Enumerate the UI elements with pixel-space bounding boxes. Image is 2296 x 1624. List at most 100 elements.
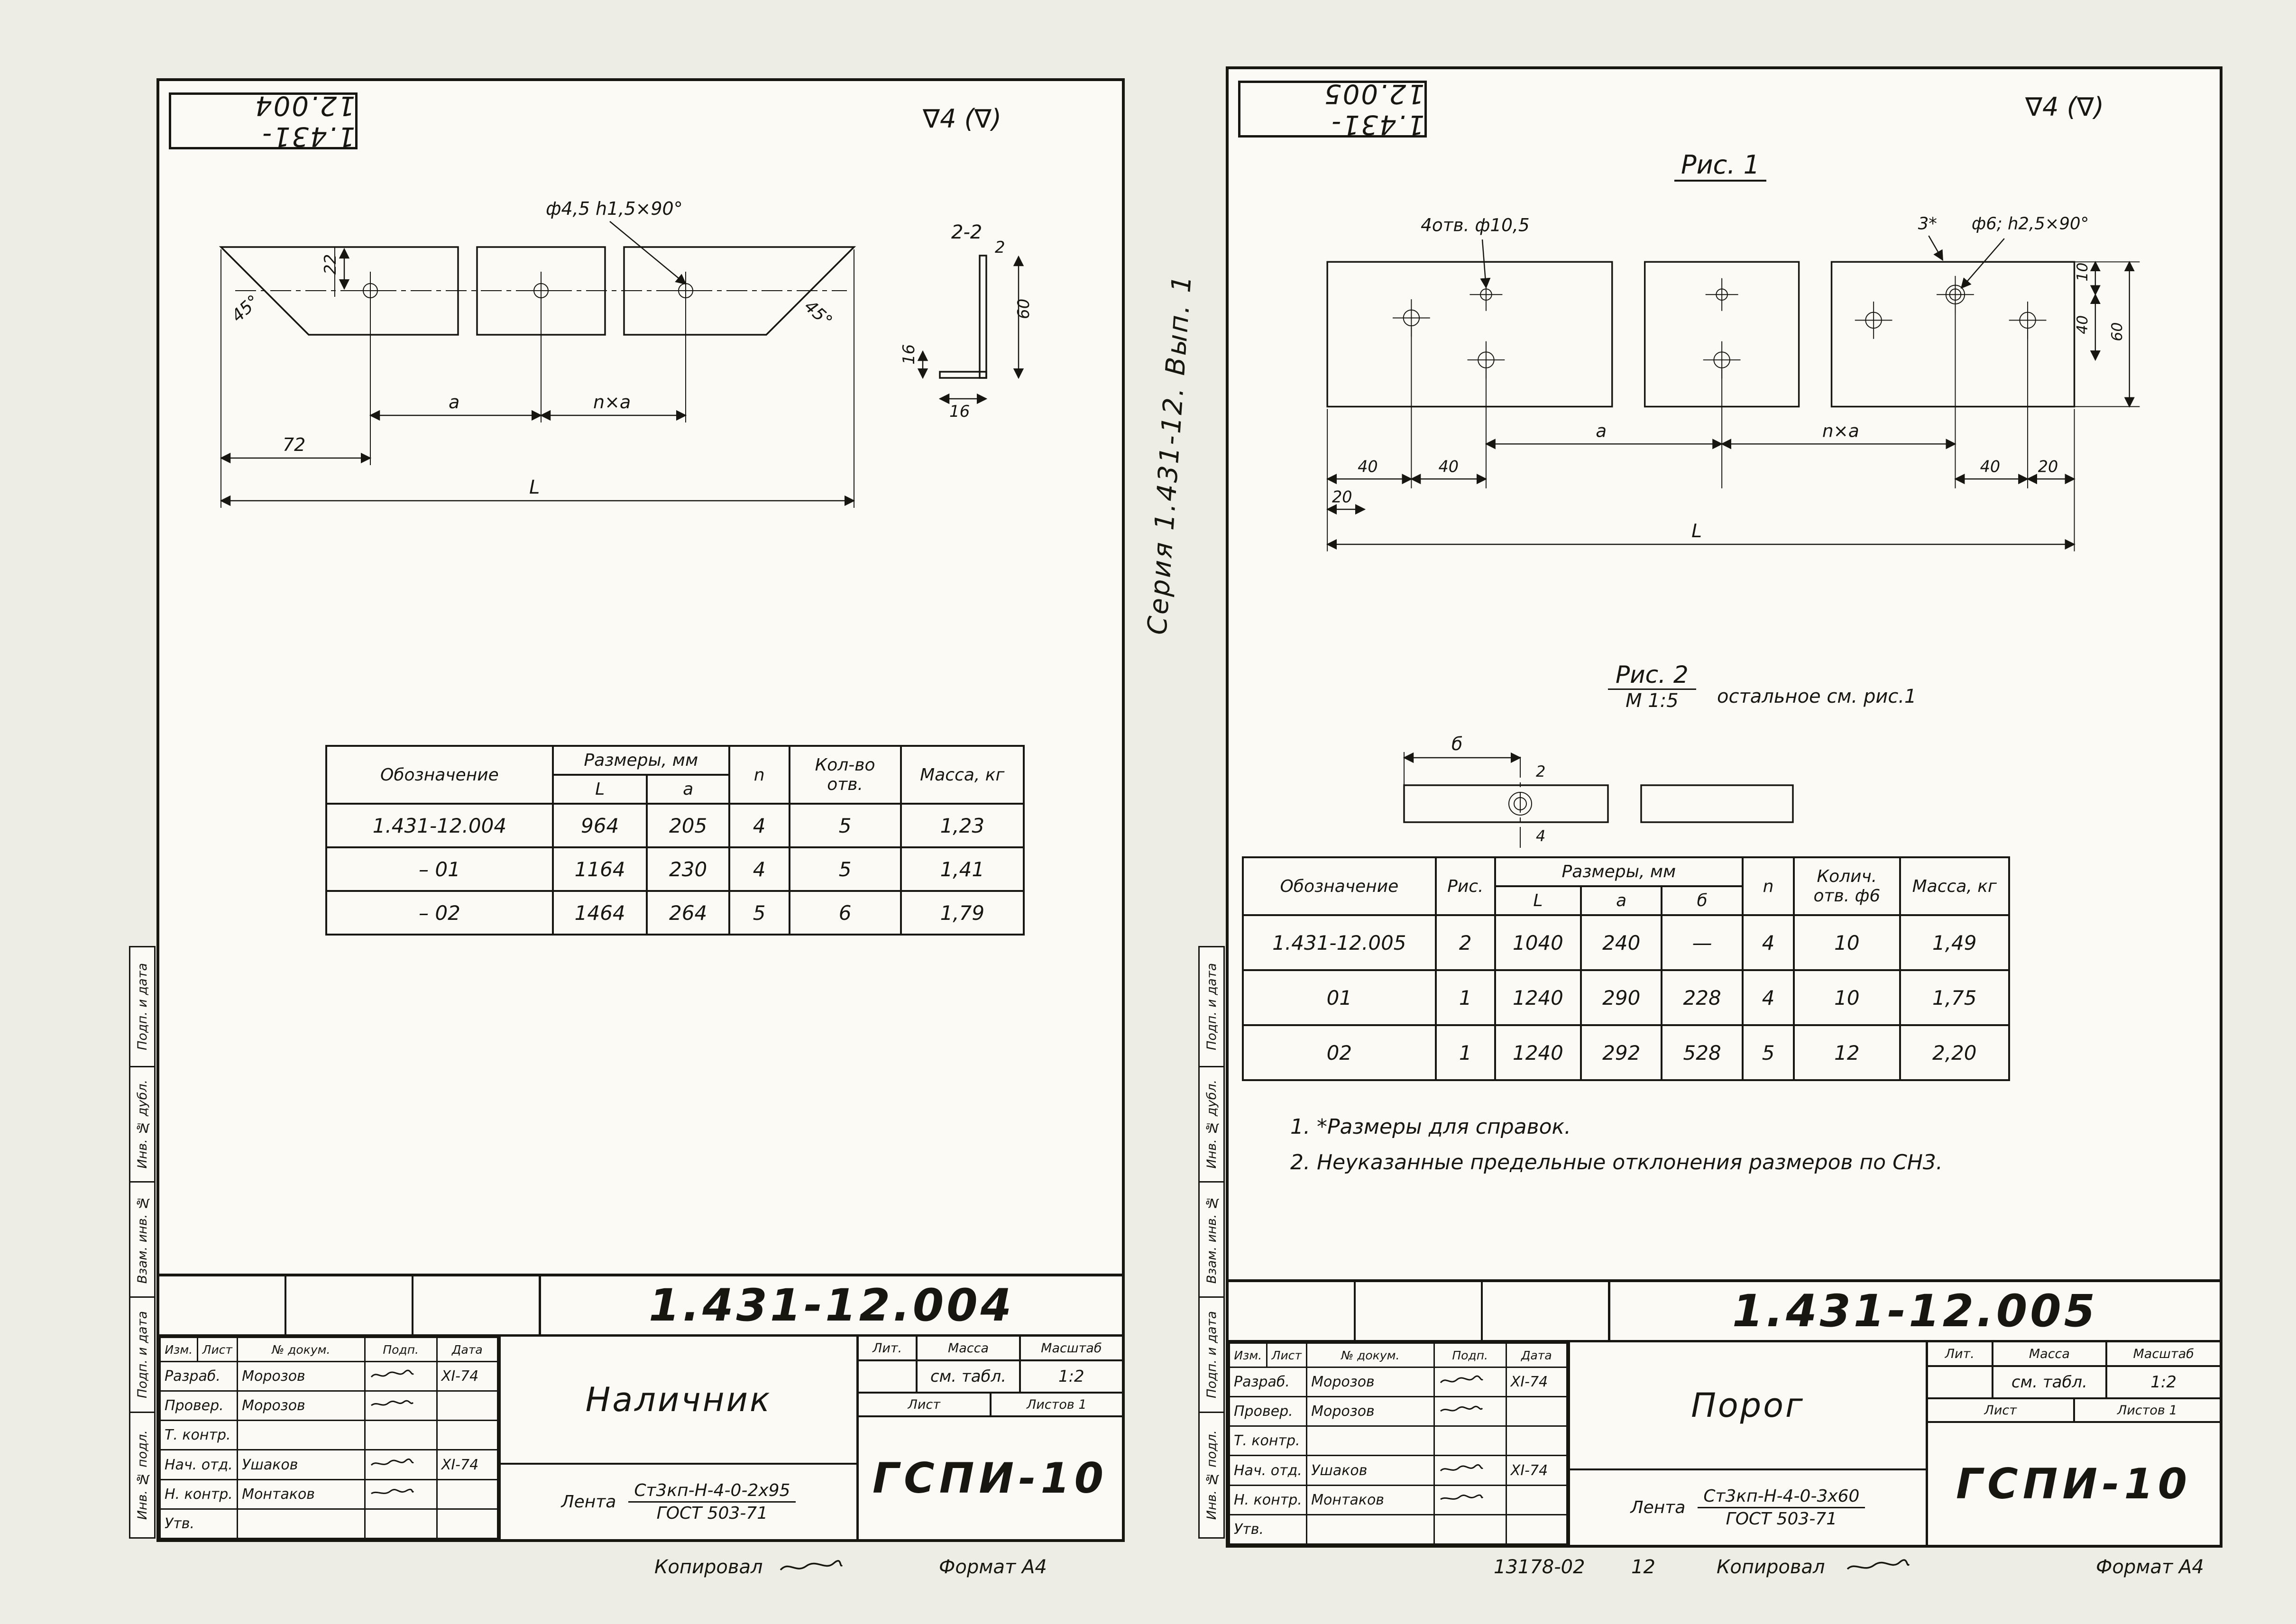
cell-designation: – 01: [325, 846, 554, 892]
left-footer-format: Формат А4: [939, 1556, 1047, 1578]
role: Н. контр.: [159, 1478, 239, 1510]
signature: [1433, 1455, 1507, 1486]
cell-holes: 12: [1793, 1024, 1901, 1081]
right-footer-copied: Копировал: [1717, 1556, 1825, 1578]
cell-fig: 2: [1434, 914, 1496, 971]
col-n: n: [728, 745, 790, 805]
cell-n: 5: [1741, 1024, 1795, 1081]
cell-n: 4: [728, 846, 790, 892]
left-corner-stamp: 1.431-12.004: [169, 90, 358, 152]
cell-mass: 1,49: [1899, 914, 2010, 971]
cell-mass: 1,79: [900, 890, 1025, 936]
date: [1505, 1484, 1568, 1515]
mass-value: см. табл.: [1993, 1367, 2108, 1397]
lit-value: [859, 1361, 918, 1392]
role: Н. контр.: [1228, 1484, 1308, 1515]
cell-designation: 1.431-12.004: [325, 803, 554, 848]
cell-L: 1464: [551, 890, 648, 936]
hdr-doc: № докум.: [237, 1337, 366, 1362]
doc-number: 1.431-12.004: [648, 1279, 1015, 1331]
sink-callout: ф6; h2,5×90°: [1972, 214, 2089, 233]
sheets-label: Листов 1: [2117, 1403, 2177, 1418]
margin-box: Подп. и дата: [130, 947, 154, 1067]
margin-box: Взам. инв. №: [130, 1183, 154, 1298]
date: XI-74: [1505, 1455, 1568, 1486]
sheet-label: Лист: [859, 1394, 992, 1415]
margin-box: Подп. и дата: [1200, 947, 1223, 1067]
cell-designation: – 02: [325, 890, 554, 936]
title-block-spare-cells: [1229, 1282, 1610, 1340]
cell-b: —: [1661, 914, 1744, 971]
table-row: 02 1 1240 292 528 5 12 2,20: [1242, 1024, 2010, 1081]
person-name: Ушаков: [237, 1449, 366, 1480]
scale-label: Масштаб: [2133, 1346, 2194, 1361]
signature: [364, 1420, 438, 1451]
series-note: Серия 1.431-12. Вып. 1: [1141, 273, 1198, 636]
hdr-list: Лист: [1266, 1342, 1308, 1368]
right-drawing: 4отв. ф10,5 3* ф6; h2,5×90° a n×a 40 40: [1326, 214, 2140, 551]
right-holes: [1393, 275, 2047, 379]
material-cell: Лента Ст3кп-Н-4-0-3х60 ГОСТ 503-71: [1570, 1470, 1926, 1545]
person-name: Морозов: [1306, 1396, 1435, 1427]
cell-fig: 1: [1434, 1024, 1496, 1081]
right-finish-mark: ∇4 (∇): [2025, 92, 2104, 122]
hdr-doc: № докум.: [1306, 1342, 1435, 1368]
org-name: ГСПИ-10: [1956, 1459, 2192, 1508]
cell-n: 5: [728, 890, 790, 936]
angle-right: 45°: [800, 296, 836, 331]
role: Провер.: [1228, 1396, 1308, 1427]
cell-L: 1240: [1494, 1024, 1582, 1081]
right-footer-num: 13178-02: [1494, 1556, 1585, 1578]
fig2-label: Рис. 2: [1608, 661, 1696, 690]
margin-box: Инв. № дубл.: [1200, 1067, 1223, 1183]
signature-area: Изм. Лист № докум. Подп. Дата Разраб.Мор…: [159, 1337, 501, 1540]
right-footer-signature: [1846, 1559, 1910, 1570]
role: Разраб.: [159, 1360, 239, 1392]
signature: [364, 1449, 438, 1480]
role: Провер.: [159, 1390, 239, 1422]
cell-n: 4: [1741, 914, 1795, 971]
note-1: 1. *Размеры для справок.: [1290, 1115, 1571, 1139]
cell-mass: 1,75: [1899, 969, 2010, 1026]
person-name: Монтаков: [1306, 1484, 1435, 1515]
date: XI-74: [1505, 1366, 1568, 1398]
cell-mass: 2,20: [1899, 1024, 2010, 1081]
fig2-dim-4: 4: [1536, 827, 1545, 845]
left-sheet: 1.431-12.004 ∇4 (∇) ф4,5 h1,5×90°: [156, 78, 1125, 1542]
cell-fig: 1: [1434, 969, 1496, 1026]
material-gost: ГОСТ 503-71: [656, 1504, 768, 1523]
person-name: Морозов: [237, 1360, 366, 1392]
holes-callout: 4отв. ф10,5: [1421, 214, 1530, 235]
date: [436, 1390, 499, 1422]
signature: [1433, 1396, 1507, 1427]
table-row: 1.431-12.005 2 1040 240 — 4 10 1,49: [1242, 914, 2010, 971]
table-row: 01 1 1240 290 228 4 10 1,75: [1242, 969, 2010, 1026]
cell-designation: 01: [1242, 969, 1437, 1026]
scale-value: 1:2: [2150, 1373, 2177, 1392]
col-dims: Размеры, мм: [1494, 856, 1744, 887]
mass-value: см. табл.: [918, 1361, 1021, 1392]
cell-L: 1040: [1494, 914, 1582, 971]
col-mass: Масса, кг: [900, 745, 1025, 805]
cell-holes: 6: [788, 890, 902, 936]
margin-box: Подп. и дата: [130, 1298, 154, 1413]
dim-v40: 40: [2074, 315, 2091, 334]
hdr-date: Дата: [1505, 1342, 1568, 1368]
signature: [364, 1478, 438, 1510]
hdr-podp: Подп.: [364, 1337, 438, 1362]
material-label: Лента: [561, 1492, 616, 1512]
col-a: a: [646, 774, 730, 805]
hdr-izm: Изм.: [159, 1337, 198, 1362]
cell-holes: 10: [1793, 969, 1901, 1026]
col-L: L: [1494, 885, 1582, 916]
role: Утв.: [159, 1508, 239, 1540]
hole-callout: ф4,5 h1,5×90°: [546, 198, 683, 219]
note-2: 2. Неуказанные предельные отклонения раз…: [1290, 1150, 1943, 1174]
cell-L: 964: [551, 803, 648, 848]
person-name: [1306, 1514, 1435, 1545]
person-name: Морозов: [237, 1390, 366, 1422]
cell-holes: 5: [788, 846, 902, 892]
cell-holes: 10: [1793, 914, 1901, 971]
right-corner-stamp: 1.431-12.005: [1238, 78, 1427, 140]
margin-box: Подп. и дата: [1200, 1298, 1223, 1413]
